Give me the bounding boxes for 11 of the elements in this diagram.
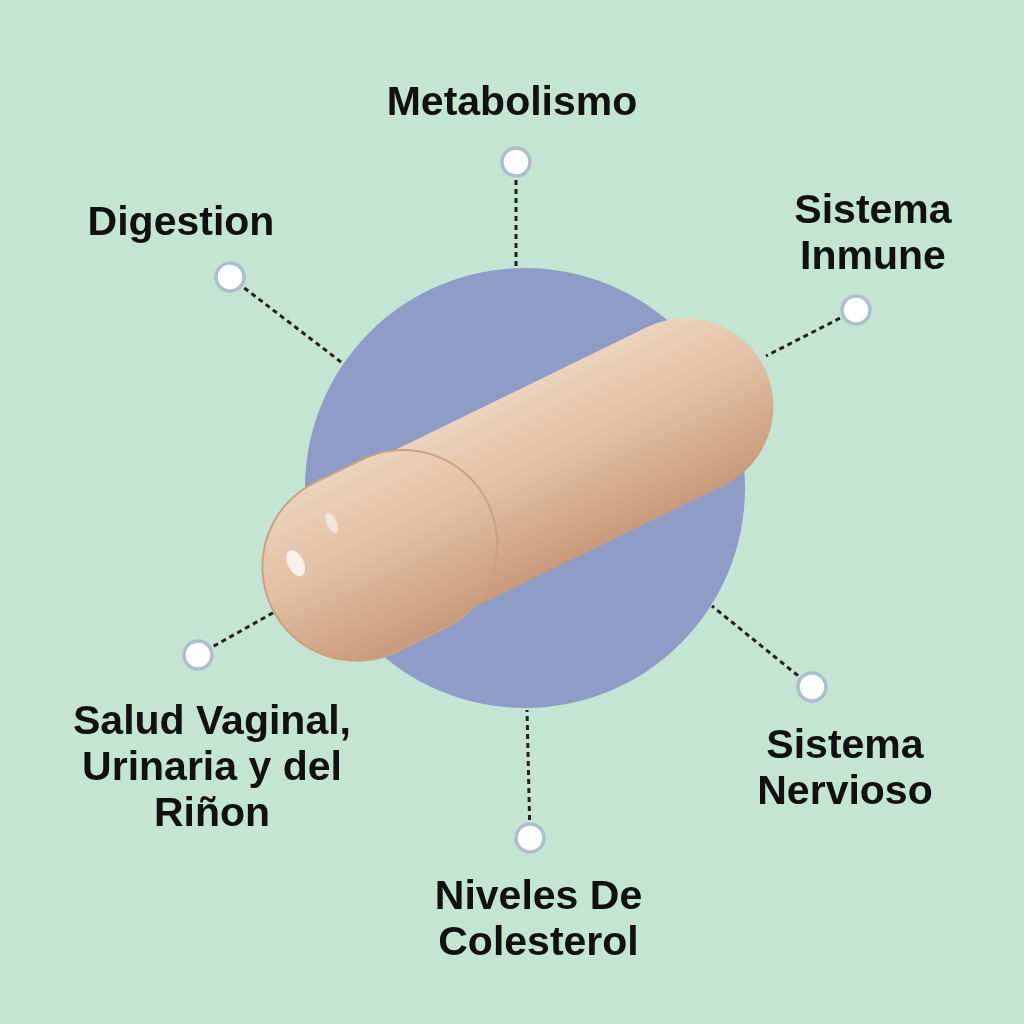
leader-line: [711, 604, 828, 703]
benefit-label: Salud Vaginal, Urinaria y del Riñon: [72, 697, 352, 835]
benefit-label: Metabolismo: [386, 78, 638, 124]
leader-line: [214, 261, 342, 364]
leader-line: [765, 294, 872, 358]
leader-line: [500, 146, 532, 266]
leader-line: [514, 709, 546, 854]
benefit-label: Digestion: [87, 198, 275, 244]
benefit-label: Sistema Nervioso: [756, 721, 934, 813]
benefit-label: Niveles De Colesterol: [433, 872, 644, 964]
benefit-label: Sistema Inmune: [793, 186, 953, 278]
